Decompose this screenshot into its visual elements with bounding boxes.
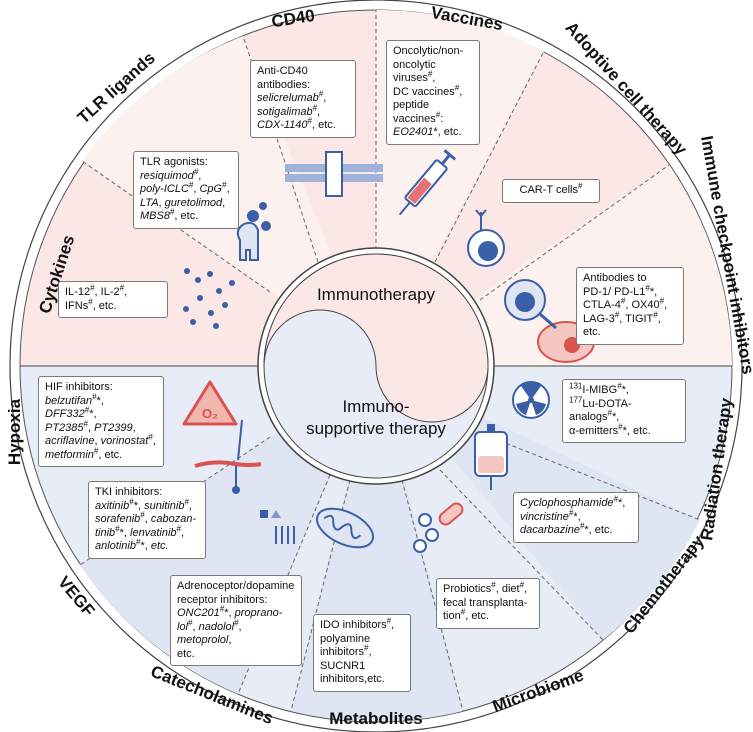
mitochondrion-icon — [315, 507, 375, 549]
bacteria-icon — [413, 502, 464, 553]
iv-bag-icon — [474, 424, 508, 490]
cd40-receptor-icon — [285, 151, 383, 197]
svg-text:O₂: O₂ — [202, 406, 218, 421]
box-microbiome: Probiotics#, diet#,fecal transplanta-tio… — [436, 578, 540, 629]
box-adoptive-cell: CAR-T cells# — [502, 179, 600, 203]
box-tlr-agonists: TLR agonists:resiquimod#,poly-ICLC#, CpG… — [133, 151, 239, 229]
box-chemotherapy: Cyclophosphamide#*,vincristine#*,dacarba… — [513, 492, 639, 543]
box-vegf: TKI inhibitors:axitinib#*, sunitinib#,so… — [88, 481, 206, 559]
car-t-cell-icon — [467, 209, 505, 267]
receptor-ligand-icon — [260, 510, 295, 544]
tlr-receptor-icon — [236, 202, 271, 261]
center-yin-shape — [263, 253, 489, 423]
box-hypoxia: HIF inhibitors:belzutifan#*, DFF332#*,PT… — [38, 376, 164, 467]
segment-title-hypoxia: Hypoxia — [5, 398, 24, 465]
center-bottom-label-line2: supportive therapy — [306, 419, 446, 438]
radiation-icon — [512, 381, 550, 419]
center-bottom-label-line1: Immuno- — [342, 397, 409, 416]
center-top-label: Immunotherapy — [317, 285, 436, 304]
o2-warning-icon: O₂ — [182, 380, 238, 426]
box-radiation: 131I-MIBG#*,177Lu-DOTA-analogs#*,α-emitt… — [562, 379, 686, 443]
cytokine-dots-icon — [183, 268, 235, 329]
blood-vessel-icon — [194, 419, 262, 494]
syringe-icon — [398, 149, 457, 216]
box-cytokines: IL-12#, IL-2#,IFNs#, etc. — [58, 281, 168, 318]
segment-title-metabolites: Metabolites — [329, 709, 423, 728]
